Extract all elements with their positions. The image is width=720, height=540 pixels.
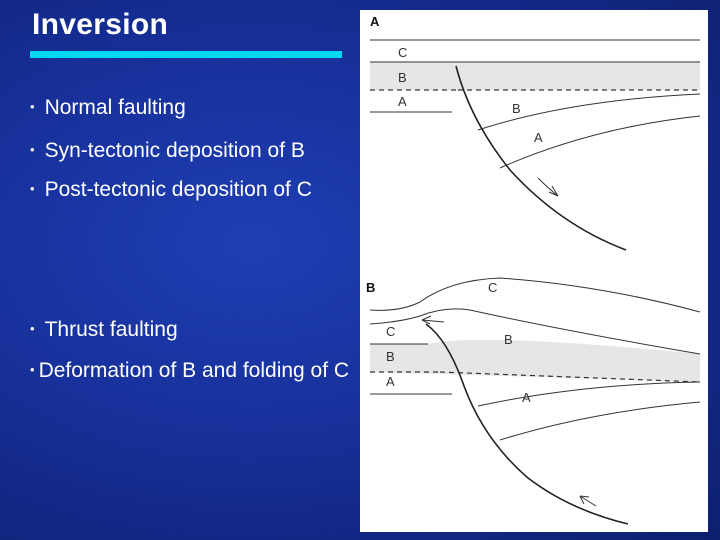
layer-b-band: [370, 339, 700, 382]
slide-title: Inversion: [32, 8, 169, 41]
bullet-item: • Normal faulting: [30, 94, 186, 121]
bullet-text: Deformation of B and folding of C: [38, 359, 350, 382]
bullet-item: • Post-tectonic deposition of C: [30, 176, 312, 203]
unconformity-line: [439, 371, 701, 383]
bullet-dot-icon: •: [30, 362, 35, 377]
layer-label: C: [386, 324, 395, 339]
hangingwall-horizon: [477, 93, 701, 131]
slip-arrow-icon: [537, 177, 559, 197]
folded-horizon: [369, 308, 701, 355]
slip-arrow-icon: [548, 185, 559, 197]
bullet-dot-icon: •: [30, 321, 35, 336]
layer-label: B: [504, 332, 513, 347]
layer-label: A: [398, 94, 407, 109]
panel-b-label: B: [366, 280, 375, 295]
layer-label: A: [522, 390, 531, 405]
inversion-diagram-svg: A C B A B A B: [366, 14, 701, 525]
inversion-diagram: A C B A B A B: [360, 10, 708, 532]
folded-horizon: [369, 277, 701, 313]
layer-label: B: [386, 349, 395, 364]
bullet-text: Normal faulting: [44, 96, 186, 119]
hangingwall-horizon: [499, 115, 701, 169]
bullet-text: Thrust faulting: [44, 318, 178, 341]
bullet-item: •Deformation of B and folding of C: [30, 357, 360, 384]
slip-arrow-icon: [421, 319, 445, 323]
thrust-fault-line: [425, 323, 629, 525]
slip-arrow-icon: [579, 495, 590, 505]
bullet-item: • Syn-tectonic deposition of B: [30, 137, 305, 164]
slip-arrow-icon: [421, 315, 432, 325]
bullet-dot-icon: •: [30, 142, 35, 157]
bullet-text: Syn-tectonic deposition of B: [44, 139, 305, 162]
bullet-dot-icon: •: [30, 181, 35, 196]
bullet-text: Post-tectonic deposition of C: [44, 178, 312, 201]
layer-b-band: [370, 62, 700, 90]
slip-arrow-icon: [579, 495, 597, 507]
layer-label: B: [398, 70, 407, 85]
hangingwall-horizon: [477, 381, 701, 407]
panel-a-label: A: [370, 14, 380, 29]
layer-label: A: [386, 374, 395, 389]
normal-fault-line: [455, 65, 627, 251]
bullet-item: • Thrust faulting: [30, 316, 178, 343]
title-underline: [30, 51, 342, 58]
layer-label: A: [534, 130, 543, 145]
bullet-dot-icon: •: [30, 99, 35, 114]
hangingwall-horizon: [499, 401, 701, 441]
layer-label: B: [512, 101, 521, 116]
layer-label: C: [398, 45, 407, 60]
layer-label: C: [488, 280, 497, 295]
